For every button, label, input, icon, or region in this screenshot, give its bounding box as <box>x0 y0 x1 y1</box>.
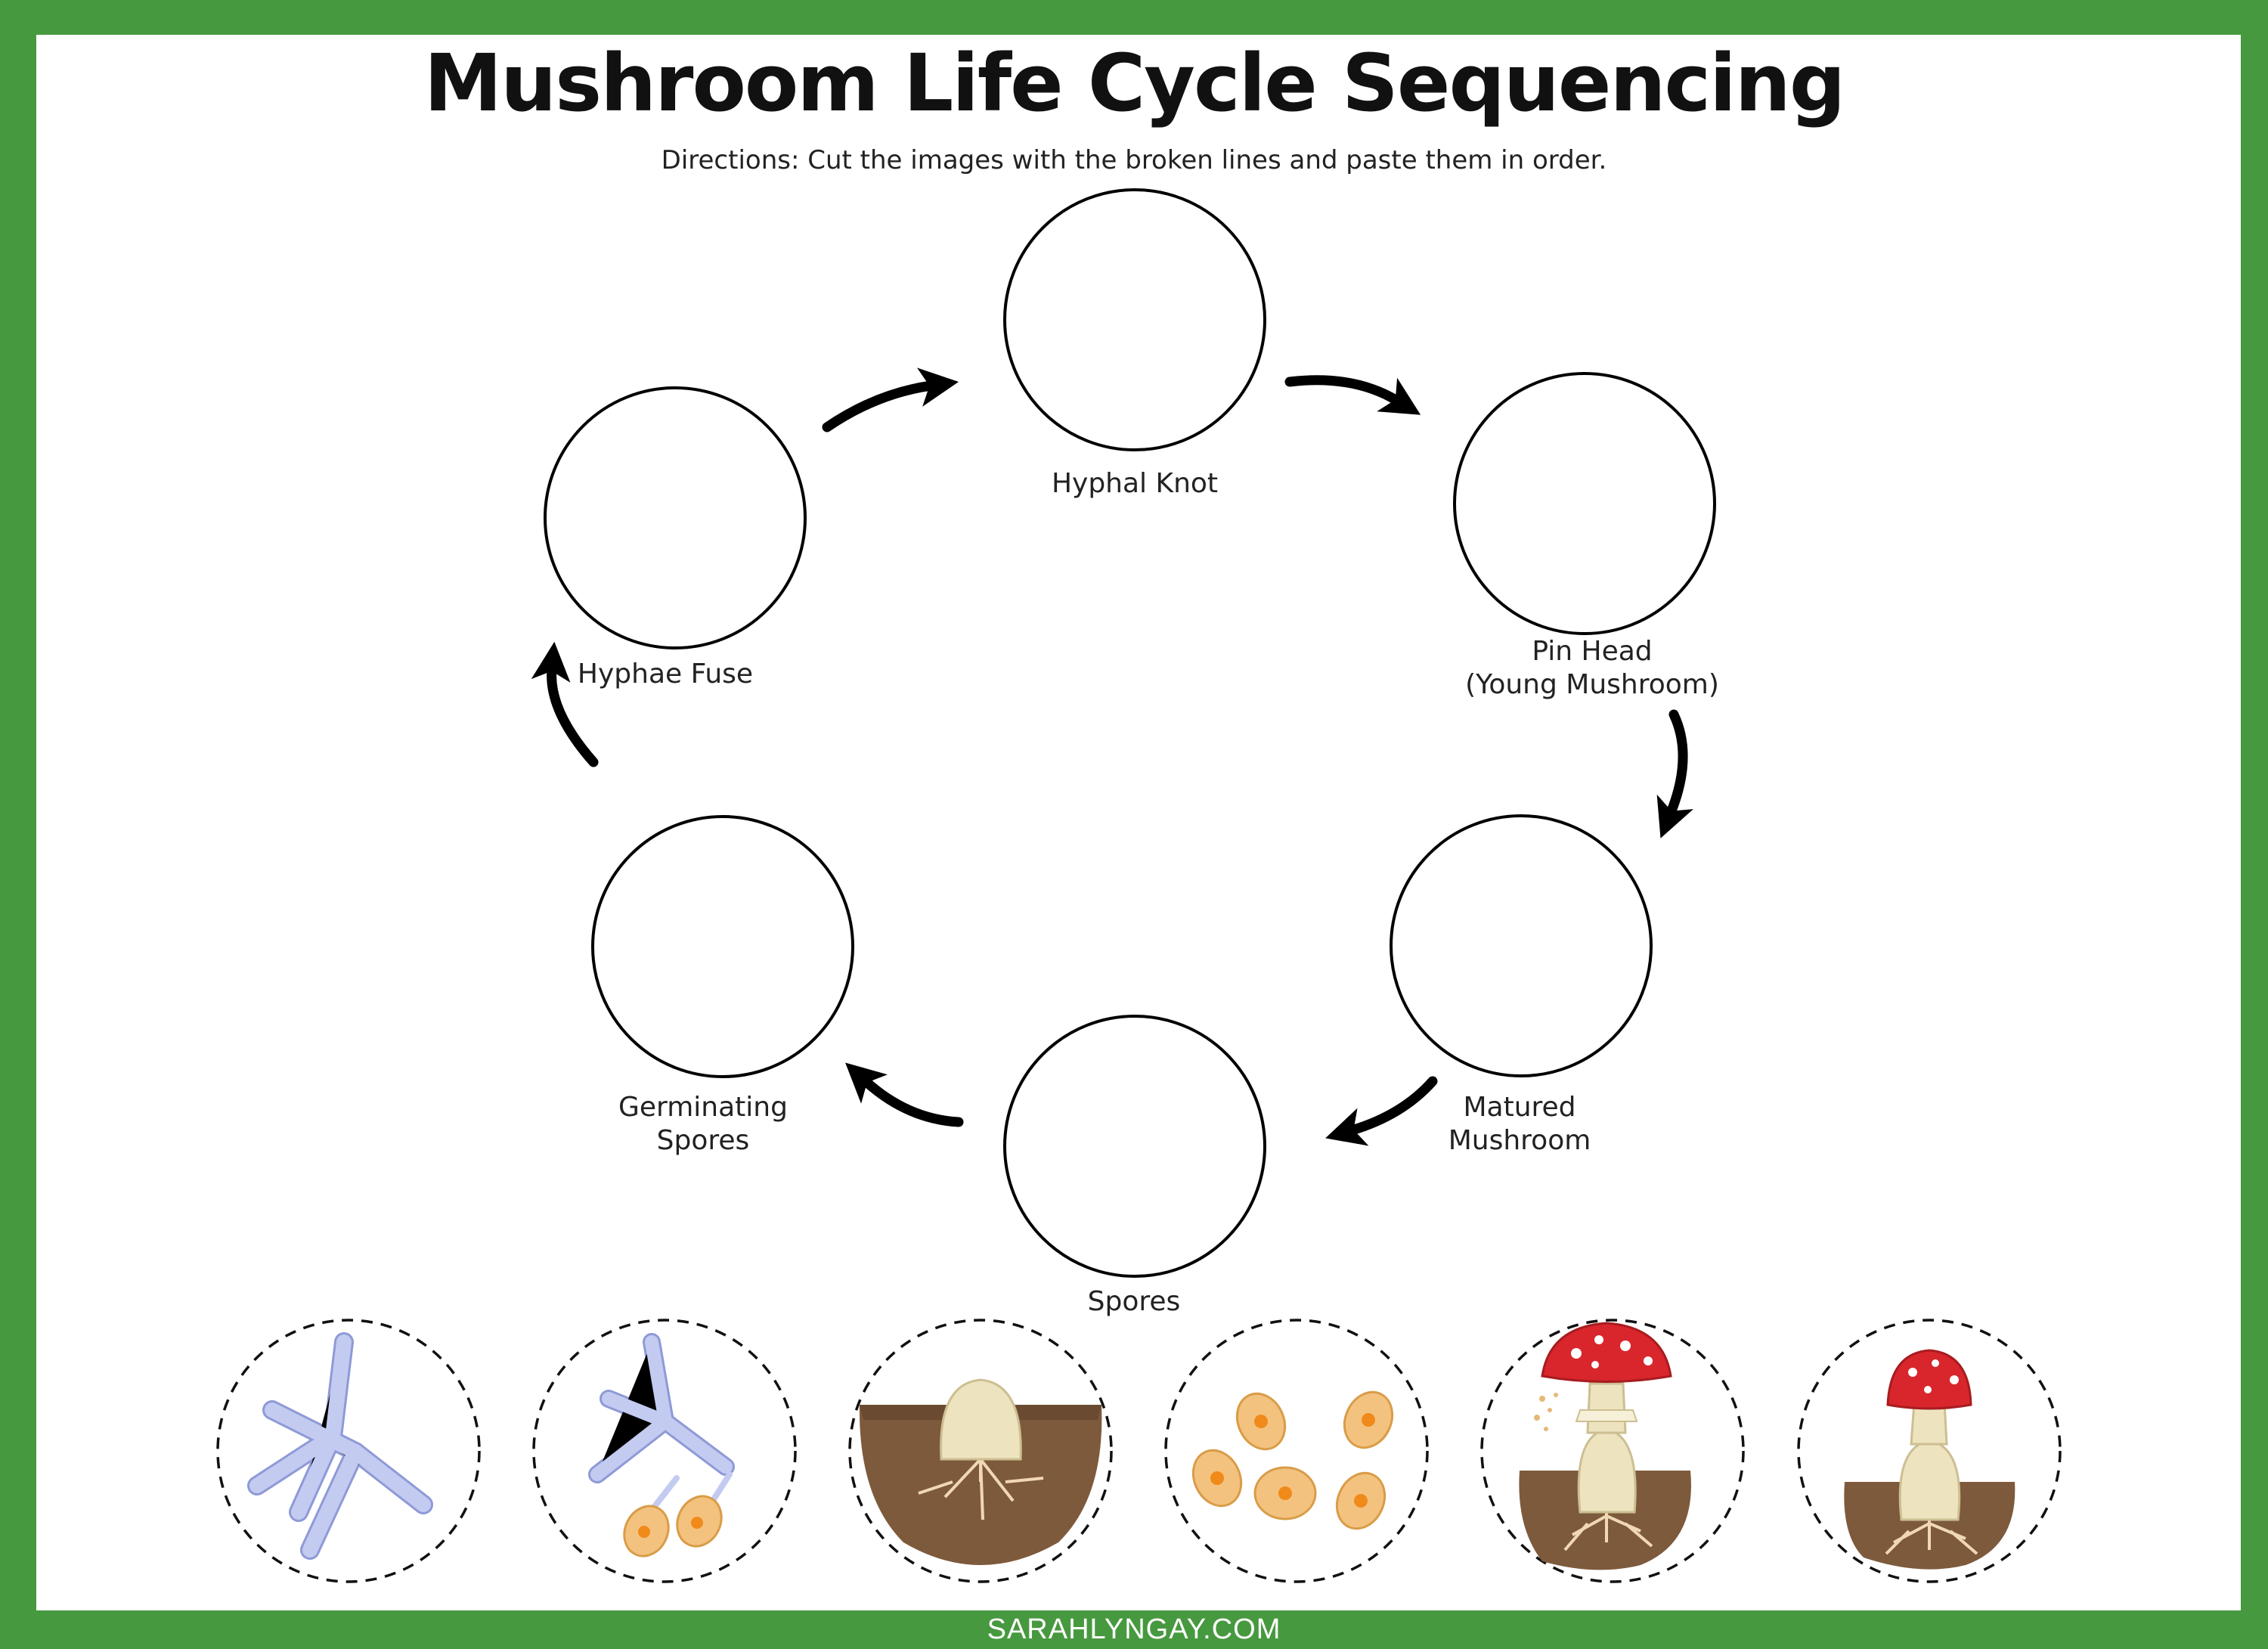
placeholder-circle-hyphal-knot[interactable] <box>1003 188 1266 451</box>
arrow-hyphal-knot-to-pin-head <box>1284 375 1421 415</box>
cutout-circle-1[interactable] <box>216 1319 481 1583</box>
label-hyphal-knot-text: Hyphal Knot <box>1051 468 1219 499</box>
label-matured-mushroom: Matured Mushroom <box>1376 1091 1663 1158</box>
label-hyphae-fuse-text: Hyphae Fuse <box>577 659 754 690</box>
label-matured-line1: Matured <box>1463 1092 1576 1123</box>
arrow-pin-head-to-matured <box>1656 709 1693 838</box>
page-title: Mushroom Life Cycle Sequencing <box>423 37 1846 129</box>
matured-mushroom-icon <box>1519 1322 1691 1570</box>
placeholder-circle-matured-mushroom[interactable] <box>1390 814 1653 1077</box>
placeholder-circle-hyphae-fuse[interactable] <box>544 386 807 649</box>
label-hyphal-knot: Hyphal Knot <box>984 467 1286 501</box>
cutout-circle-3[interactable] <box>848 1319 1113 1583</box>
cutout-circle-4[interactable] <box>1164 1319 1429 1583</box>
pin-head-icon <box>1844 1349 2015 1570</box>
arrow-germinating-to-hyphae-fuse <box>531 641 599 767</box>
spores-icon <box>1191 1390 1394 1530</box>
germinating-spores-icon <box>588 1333 735 1558</box>
label-pin-head-line1: Pin Head <box>1532 636 1653 667</box>
cutout-circle-5[interactable] <box>1480 1319 1745 1583</box>
hyphal-knot-icon <box>859 1378 1102 1565</box>
label-germinating-line2: Spores <box>656 1125 750 1156</box>
label-hyphae-fuse: Hyphae Fuse <box>552 658 779 691</box>
label-spores: Spores <box>983 1285 1285 1319</box>
label-pin-head-line2: (Young Mushroom) <box>1465 669 1719 700</box>
cutout-circle-2[interactable] <box>532 1319 797 1583</box>
arrow-spores-to-germinating <box>845 1062 964 1127</box>
cutout-circle-6[interactable] <box>1797 1319 2062 1583</box>
label-spores-text: Spores <box>1087 1286 1181 1317</box>
placeholder-circle-spores[interactable] <box>1003 1015 1266 1278</box>
label-pin-head: Pin Head (Young Mushroom) <box>1441 635 1743 702</box>
label-germinating-spores: Germinating Spores <box>575 1091 832 1158</box>
hyphae-network-icon <box>247 1332 433 1560</box>
directions-text: Directions: Cut the images with the brok… <box>661 145 1607 175</box>
arrow-hyphae-fuse-to-hyphal-knot <box>822 367 959 432</box>
placeholder-circle-pin-head[interactable] <box>1453 372 1716 635</box>
footer-website: SARAHLYNGAY.COM <box>987 1613 1281 1645</box>
arrow-matured-to-spores <box>1325 1076 1438 1146</box>
label-matured-line2: Mushroom <box>1448 1125 1591 1156</box>
label-germinating-line1: Germinating <box>618 1092 788 1123</box>
placeholder-circle-germinating-spores[interactable] <box>591 815 854 1078</box>
